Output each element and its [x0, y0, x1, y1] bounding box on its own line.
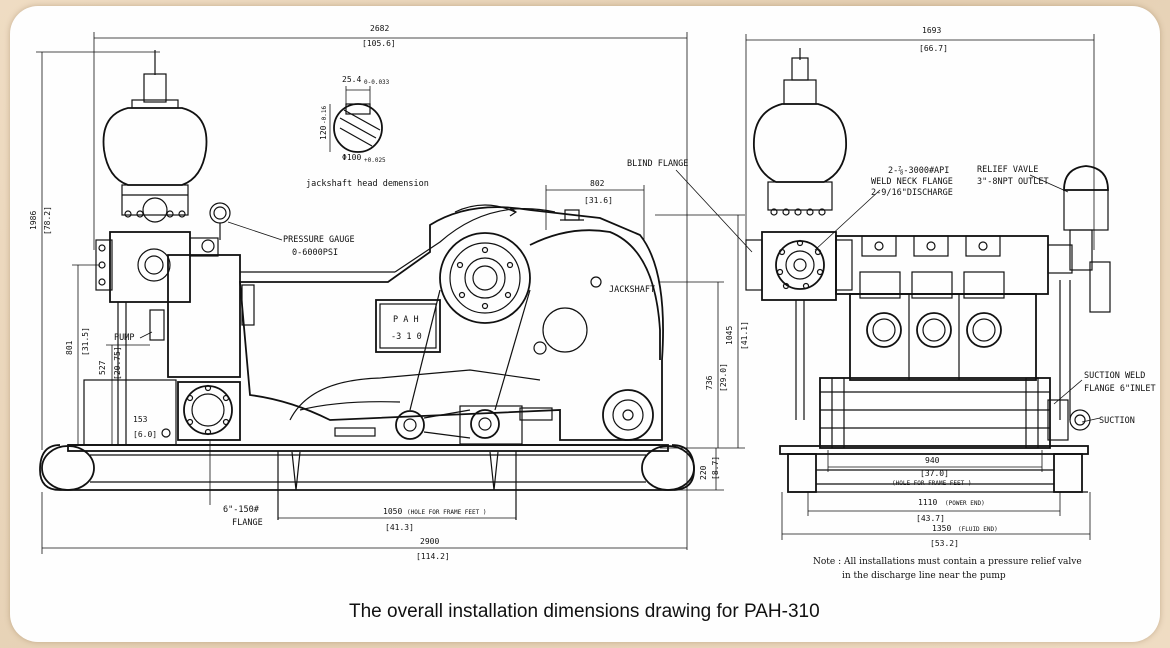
dim-2900: 2900 [114.2]: [41, 492, 687, 561]
dim-527: 527 [20.75]: [98, 344, 150, 445]
dim-2682: 2682 [105.6]: [93, 24, 688, 550]
dim-1050-note: (HOLE FOR FRAME FEET ): [407, 509, 486, 516]
suction-label-3: SUCTION: [1099, 416, 1135, 426]
power-end: JACKSHAFT: [239, 204, 664, 441]
dim-801-value: 801: [65, 340, 74, 355]
jackshaft-dia-tol: +0.025: [364, 157, 386, 164]
dim-153: 153 [6.0]: [83, 379, 177, 446]
dim-801-inch: [31.5]: [81, 327, 90, 356]
discharge-label-1: 2-⅞-3000#API: [888, 166, 949, 176]
dim-802: 802 [31.6]: [545, 179, 645, 240]
dim-801: 801 [31.5]: [65, 264, 100, 445]
dim-940-value: 940: [925, 456, 940, 465]
dim-220-inch: [8.7]: [711, 456, 720, 480]
pump-label: PUMP: [114, 333, 134, 343]
drive-linkage: [334, 405, 553, 445]
dim-1350-note: (FLUID END): [958, 526, 998, 533]
suction-callout: SUCTION WELD FLANGE 6"INLET SUCTION: [1047, 371, 1156, 441]
suction-label-1: SUCTION WELD: [1084, 371, 1145, 381]
jackshaft-detail: 25.4 0-0.033 120 -0.16 Φ100 +0.025 jacks…: [306, 75, 429, 189]
dim-1986-inch: [78.2]: [43, 206, 52, 235]
blind-flange-label: BLIND FLANGE: [627, 159, 688, 169]
dim-220: 220 [8.7]: [660, 447, 745, 491]
end-dampener: [753, 48, 847, 216]
jackshaft-width-tol: 0-0.033: [364, 79, 390, 86]
drawing-caption: The overall installation dimensions draw…: [349, 601, 820, 622]
nameplate-line-1: P A H: [393, 315, 419, 325]
pressure-gauge-range: 0-6000PSI: [292, 248, 338, 258]
jackshaft-dia: Φ100: [342, 153, 361, 162]
dim-1986-value: 1986: [29, 211, 38, 230]
pressure-gauge-label: PRESSURE GAUGE: [283, 235, 355, 245]
dim-1110-inch: [43.7]: [916, 514, 945, 523]
drawing-card: 2682 [105.6] 1986 [78.2]: [10, 6, 1160, 642]
skid: [39, 444, 695, 520]
dim-527-inch: [20.75]: [113, 346, 122, 380]
dim-736-value: 736: [705, 375, 714, 390]
discharge-flange: 2-⅞-3000#API WELD NECK FLANGE 2-9/16"DIS…: [745, 166, 953, 420]
relief-valve: RELIEF VAVLE 3"-8NPT OUTLET: [977, 165, 1111, 420]
relief-label-1: RELIEF VAVLE: [977, 165, 1038, 175]
jackshaft-caption: jackshaft head demension: [306, 179, 429, 189]
dim-736: 736 [29.0]: [660, 281, 728, 448]
dim-220-value: 220: [699, 465, 708, 480]
dim-1986: 1986 [78.2]: [29, 51, 160, 450]
dim-1693-value: 1693: [922, 26, 941, 35]
dim-1050-inch: [41.3]: [385, 523, 414, 532]
nameplate-line-2: -3 1 0: [391, 332, 422, 342]
discharge-label-3: 2-9/16"DISCHARGE: [871, 188, 953, 198]
jackshaft-height-tol: -0.16: [321, 106, 328, 124]
dim-1693-inch: [66.7]: [919, 44, 948, 53]
dim-2682-value: 2682: [370, 24, 389, 33]
dim-940-inch: [37.0]: [920, 469, 949, 478]
pressure-gauge: PRESSURE GAUGE 0-6000PSI: [209, 202, 355, 326]
dim-1110: 1110 (POWER END) [43.7]: [807, 492, 1061, 523]
dim-153-inch: [6.0]: [133, 430, 157, 439]
dim-802-inch: [31.6]: [584, 196, 613, 205]
dim-2900-inch: [114.2]: [416, 552, 450, 561]
dim-153-value: 153: [133, 415, 148, 424]
flange-label-1: 6"-150#: [223, 505, 260, 515]
jackshaft-width: 25.4: [342, 75, 361, 84]
dim-1110-note: (POWER END): [945, 500, 985, 507]
pulsation-dampener: [102, 50, 208, 223]
dim-1045-inch: [41.1]: [740, 321, 749, 350]
relief-label-2: 3"-8NPT OUTLET: [977, 177, 1049, 187]
dim-2900-value: 2900: [420, 537, 439, 546]
side-view: 2682 [105.6] 1986 [78.2]: [29, 24, 749, 561]
discharge-label-2: WELD NECK FLANGE: [871, 177, 953, 187]
end-skid: [779, 445, 1089, 493]
suction-label-2: FLANGE 6"INLET: [1084, 384, 1156, 394]
dim-1050: 1050 (HOLE FOR FRAME FEET ) [41.3]: [278, 507, 516, 532]
dim-1045: 1045 [41.1]: [655, 214, 749, 448]
dim-1045-value: 1045: [725, 326, 734, 345]
dim-1693: 1693 [66.7]: [745, 26, 1095, 250]
end-view: 1693 [66.7]: [745, 26, 1156, 581]
dim-2682-inch: [105.6]: [362, 39, 396, 48]
dim-1350-value: 1350: [932, 524, 951, 533]
flange-label-2: FLANGE: [232, 518, 263, 528]
dim-940: 940 [37.0] (HOLE FOR FRAME FEET ): [827, 450, 1043, 487]
note-line-2: in the discharge line near the pump: [842, 571, 1006, 581]
nameplate: P A H -3 1 0: [375, 299, 441, 353]
dim-1350-inch: [53.2]: [930, 539, 959, 548]
note-line-1: Note : All installations must contain a …: [813, 557, 1082, 567]
dim-736-inch: [29.0]: [719, 363, 728, 392]
dim-1350: 1350 (FLUID END) [53.2]: [781, 492, 1091, 548]
jackshaft-height: 120: [319, 125, 328, 140]
installation-drawing: 2682 [105.6] 1986 [78.2]: [29, 24, 1156, 622]
dim-940-note: (HOLE FOR FRAME FEET ): [892, 480, 971, 487]
dim-527-value: 527: [98, 360, 107, 375]
dim-1050-value: 1050: [383, 507, 402, 516]
dim-1110-value: 1110: [918, 498, 937, 507]
dim-802-value: 802: [590, 179, 605, 188]
jackshaft-label: JACKSHAFT: [609, 285, 655, 295]
end-fluid-body: [819, 235, 1051, 449]
